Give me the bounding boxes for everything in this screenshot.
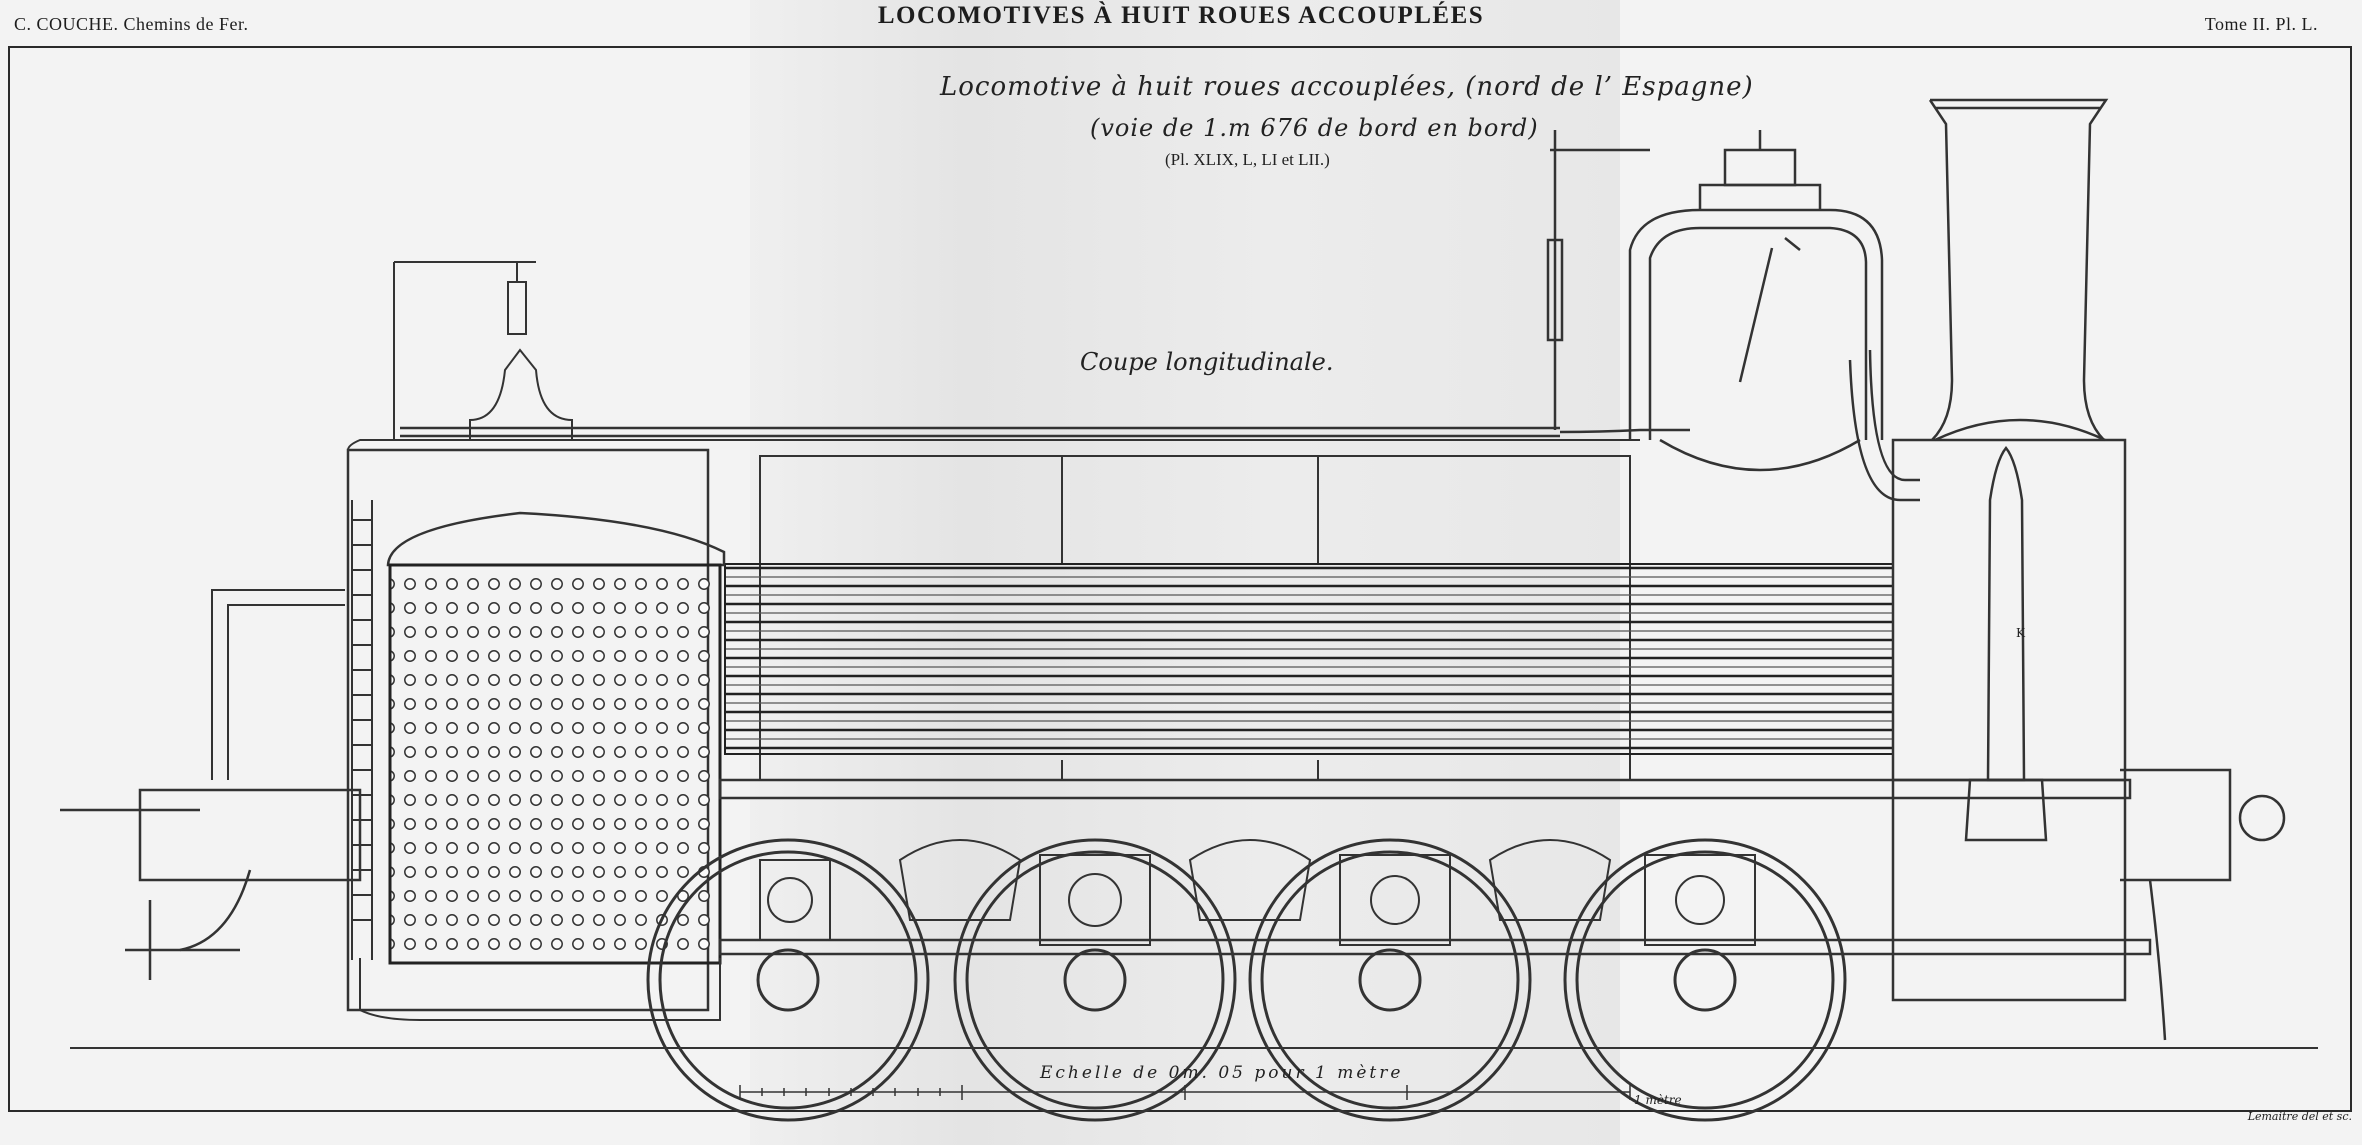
smokebox-mark: K: [2016, 626, 2025, 640]
wheel-1: [646, 838, 930, 1122]
section-label: Coupe longitudinale.: [1080, 348, 1334, 376]
scale-bar: [739, 1085, 1631, 1100]
firebox-backhead: [211, 439, 1640, 960]
engraver-credit: Lemaitre del et sc.: [2247, 1110, 2352, 1123]
firebox: [346, 448, 726, 1021]
steam-dome: [1628, 130, 1920, 502]
wheel-3: [1248, 838, 1532, 1122]
steam-pipe: [400, 130, 1690, 438]
header-author: C. COUCHE. Chemins de Fer.: [14, 14, 249, 34]
driving-wheels: [646, 838, 1847, 1122]
wheel-2: [953, 838, 1237, 1122]
smokebox: [1891, 418, 2127, 1002]
axle-boxes: [759, 839, 1756, 946]
main-frame: [60, 768, 2286, 1041]
scale-unit: 1 mètre: [1634, 1093, 1682, 1107]
safety-valve: [393, 261, 573, 440]
scale-label: Echelle de 0m. 05 pour 1 mètre: [1040, 1063, 1404, 1083]
plate-title-line2: (voie de 1.m 676 de bord en bord): [1090, 114, 1539, 142]
wheel-4: [1563, 838, 1847, 1122]
boiler-tubes: [724, 563, 1894, 755]
header-title: LOCOMOTIVES À HUIT ROUES ACCOUPLÉES: [877, 2, 1485, 29]
plate-title-line1: Locomotive à huit roues accouplées, (nor…: [940, 72, 1754, 102]
header-volume-plate: Tome II. Pl. L.: [2204, 14, 2318, 34]
plate-frame: [8, 46, 2352, 1112]
chimney: [1928, 98, 2109, 441]
plate-title-line3: (Pl. XLIX, L, LI et LII.): [1165, 150, 1330, 169]
